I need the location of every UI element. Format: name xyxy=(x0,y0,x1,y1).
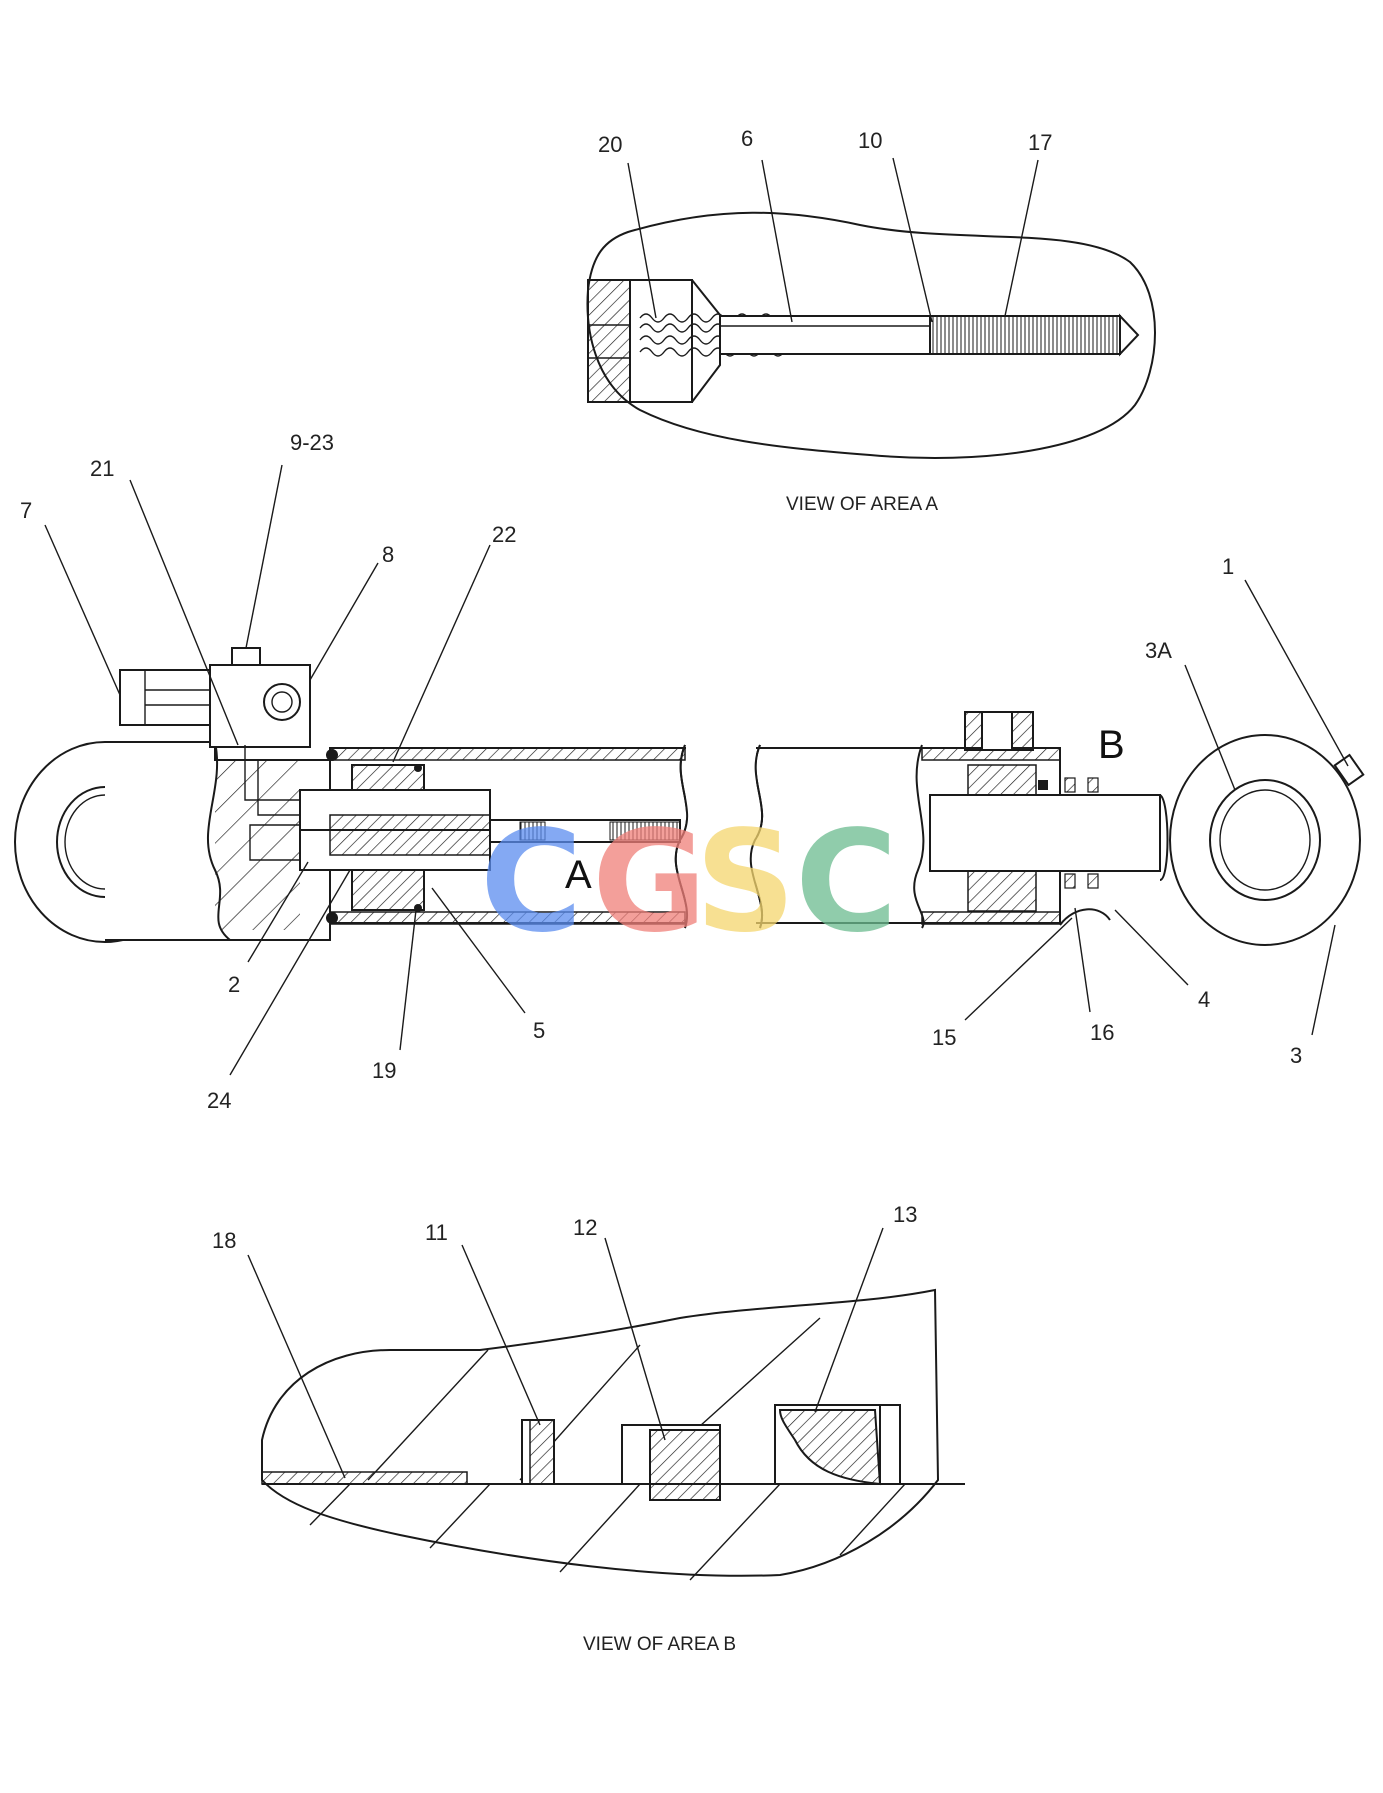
caption-area-a: VIEW OF AREA A xyxy=(786,494,938,515)
callout-11: 11 xyxy=(425,1220,448,1245)
area-a-detail: 20 6 10 17 VIEW OF AREA A xyxy=(586,126,1156,515)
area-marker-b: B xyxy=(1098,723,1125,767)
watermark-s: S xyxy=(695,801,796,964)
callout-2: 2 xyxy=(228,972,240,997)
watermark-c1: C xyxy=(480,801,583,964)
callout-12: 12 xyxy=(573,1215,597,1240)
callout-19: 19 xyxy=(372,1058,396,1083)
watermark-c2: C xyxy=(795,801,898,964)
callout-16: 16 xyxy=(1090,1020,1114,1045)
bolt-shank xyxy=(719,315,931,355)
callout-3: 3 xyxy=(1290,1043,1302,1068)
callout-13: 13 xyxy=(893,1202,917,1227)
callout-18: 18 xyxy=(212,1228,236,1253)
callout-1: 1 xyxy=(1222,554,1234,579)
grease-fitting xyxy=(1333,753,1365,787)
callout-15: 15 xyxy=(932,1025,956,1050)
hose-fitting xyxy=(119,669,211,726)
callout-4: 4 xyxy=(1198,987,1210,1012)
port-block xyxy=(209,664,311,748)
cylinder-assembly: 9-23 21 7 8 22 1 3A 2 24 19 5 15 16 4 3 … xyxy=(14,430,1365,1113)
callout-22: 22 xyxy=(492,522,516,547)
piston-rod xyxy=(929,794,1161,872)
callout-9-23: 9-23 xyxy=(290,430,334,455)
callout-20: 20 xyxy=(598,132,622,157)
seal-12 xyxy=(649,1429,721,1501)
callout-21: 21 xyxy=(90,456,114,481)
rod-end-bearing xyxy=(1209,779,1321,901)
watermark-g: G xyxy=(592,801,707,964)
callout-7: 7 xyxy=(20,498,32,523)
bolt-thread xyxy=(929,315,1121,355)
cgsc-watermark: C G S C xyxy=(480,801,898,964)
callout-17: 17 xyxy=(1028,130,1052,155)
caption-area-b: VIEW OF AREA B xyxy=(583,1634,736,1655)
callout-10: 10 xyxy=(858,128,882,153)
rod-gland xyxy=(967,764,1037,796)
callout-5: 5 xyxy=(533,1018,545,1043)
area-marker-a: A xyxy=(565,853,592,897)
callout-3a: 3A xyxy=(1145,638,1172,663)
wiper-seal-13 xyxy=(778,1409,882,1486)
callout-6: 6 xyxy=(741,126,753,151)
callout-8: 8 xyxy=(382,542,394,567)
area-b-outline xyxy=(261,1288,940,1577)
area-b-detail: 18 11 12 13 VIEW OF AREA B xyxy=(212,1202,965,1655)
wear-ring xyxy=(261,1471,468,1485)
callout-24: 24 xyxy=(207,1088,231,1113)
rod-end-eye xyxy=(1169,734,1361,946)
